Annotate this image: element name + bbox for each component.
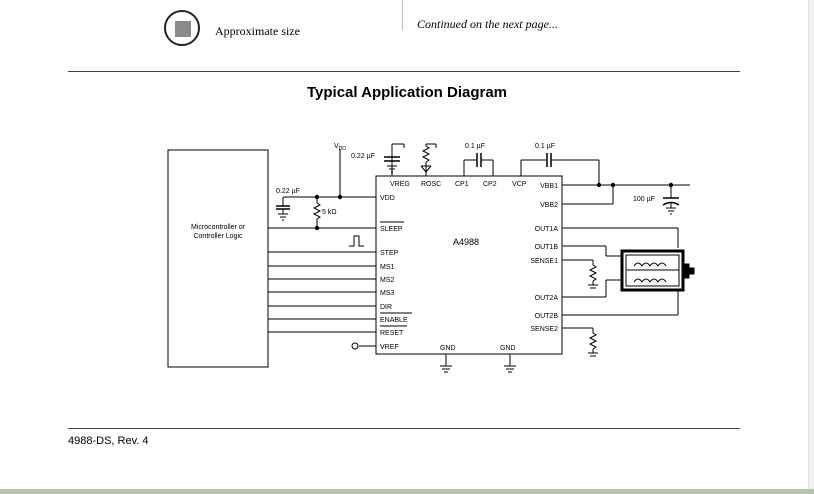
- pin-vbb1: VBB1: [540, 183, 558, 190]
- sleep-resistor-label: 5 kΩ: [322, 209, 337, 216]
- vdd-symbol: VDD: [334, 143, 346, 152]
- pin-vbb2: VBB2: [540, 202, 558, 209]
- cp-cap-label: 0.1 µF: [465, 143, 485, 150]
- pin-reset: RESET: [380, 330, 404, 337]
- approximate-size-icon: [164, 10, 200, 46]
- pin-cp1: CP1: [455, 181, 469, 188]
- vreg-cap-label: 0.22 µF: [351, 153, 375, 160]
- pin-out2a: OUT2A: [535, 295, 559, 302]
- pin-sense2: SENSE2: [530, 326, 558, 333]
- pin-sleep: SLEEP: [380, 226, 403, 233]
- top-rule: [68, 71, 740, 72]
- pin-ms2: MS2: [380, 277, 395, 284]
- vcp-cap-label: 0.1 µF: [535, 143, 555, 150]
- pin-vdd: VDD: [380, 195, 395, 202]
- pin-cp2: CP2: [483, 181, 497, 188]
- pin-enable: ENABLE: [380, 317, 408, 324]
- microcontroller-box: [167, 149, 269, 368]
- page-title: Typical Application Diagram: [306, 84, 508, 101]
- document-revision: 4988-DS, Rev. 4: [68, 435, 149, 447]
- micro-label-line1: Microcontroller or: [191, 224, 246, 231]
- pin-out1b: OUT1B: [535, 244, 559, 251]
- bottom-rule: [68, 428, 740, 429]
- pin-ms1: MS1: [380, 264, 395, 271]
- micro-label-line2: Controller Logic: [193, 233, 243, 240]
- pin-sense1: SENSE1: [530, 258, 558, 265]
- vbb-cap-label: 100 µF: [633, 196, 655, 203]
- pin-vreg: VREG: [390, 181, 410, 188]
- window-bottom-edge: [0, 489, 814, 494]
- pin-dir: DIR: [380, 304, 392, 311]
- pin-out2b: OUT2B: [535, 313, 559, 320]
- continued-note: Continued on the next page...: [417, 17, 558, 31]
- pin-ms3: MS3: [380, 290, 395, 297]
- pin-out1a: OUT1A: [535, 226, 559, 233]
- pin-gnd-2: GND: [500, 345, 516, 352]
- a4988-chip-box: [375, 175, 563, 355]
- pin-vref: VREF: [380, 344, 399, 351]
- pin-rosc: ROSC: [421, 181, 441, 188]
- approximate-size-label: Approximate size: [215, 24, 300, 38]
- chip-name: A4988: [453, 237, 479, 247]
- window-edge: [808, 0, 814, 494]
- pin-vcp: VCP: [512, 181, 527, 188]
- vdd-cap-label: 0.22 µF: [276, 188, 300, 195]
- pin-gnd-1: GND: [440, 345, 456, 352]
- pin-step: STEP: [380, 250, 399, 257]
- header-divider: [402, 0, 403, 30]
